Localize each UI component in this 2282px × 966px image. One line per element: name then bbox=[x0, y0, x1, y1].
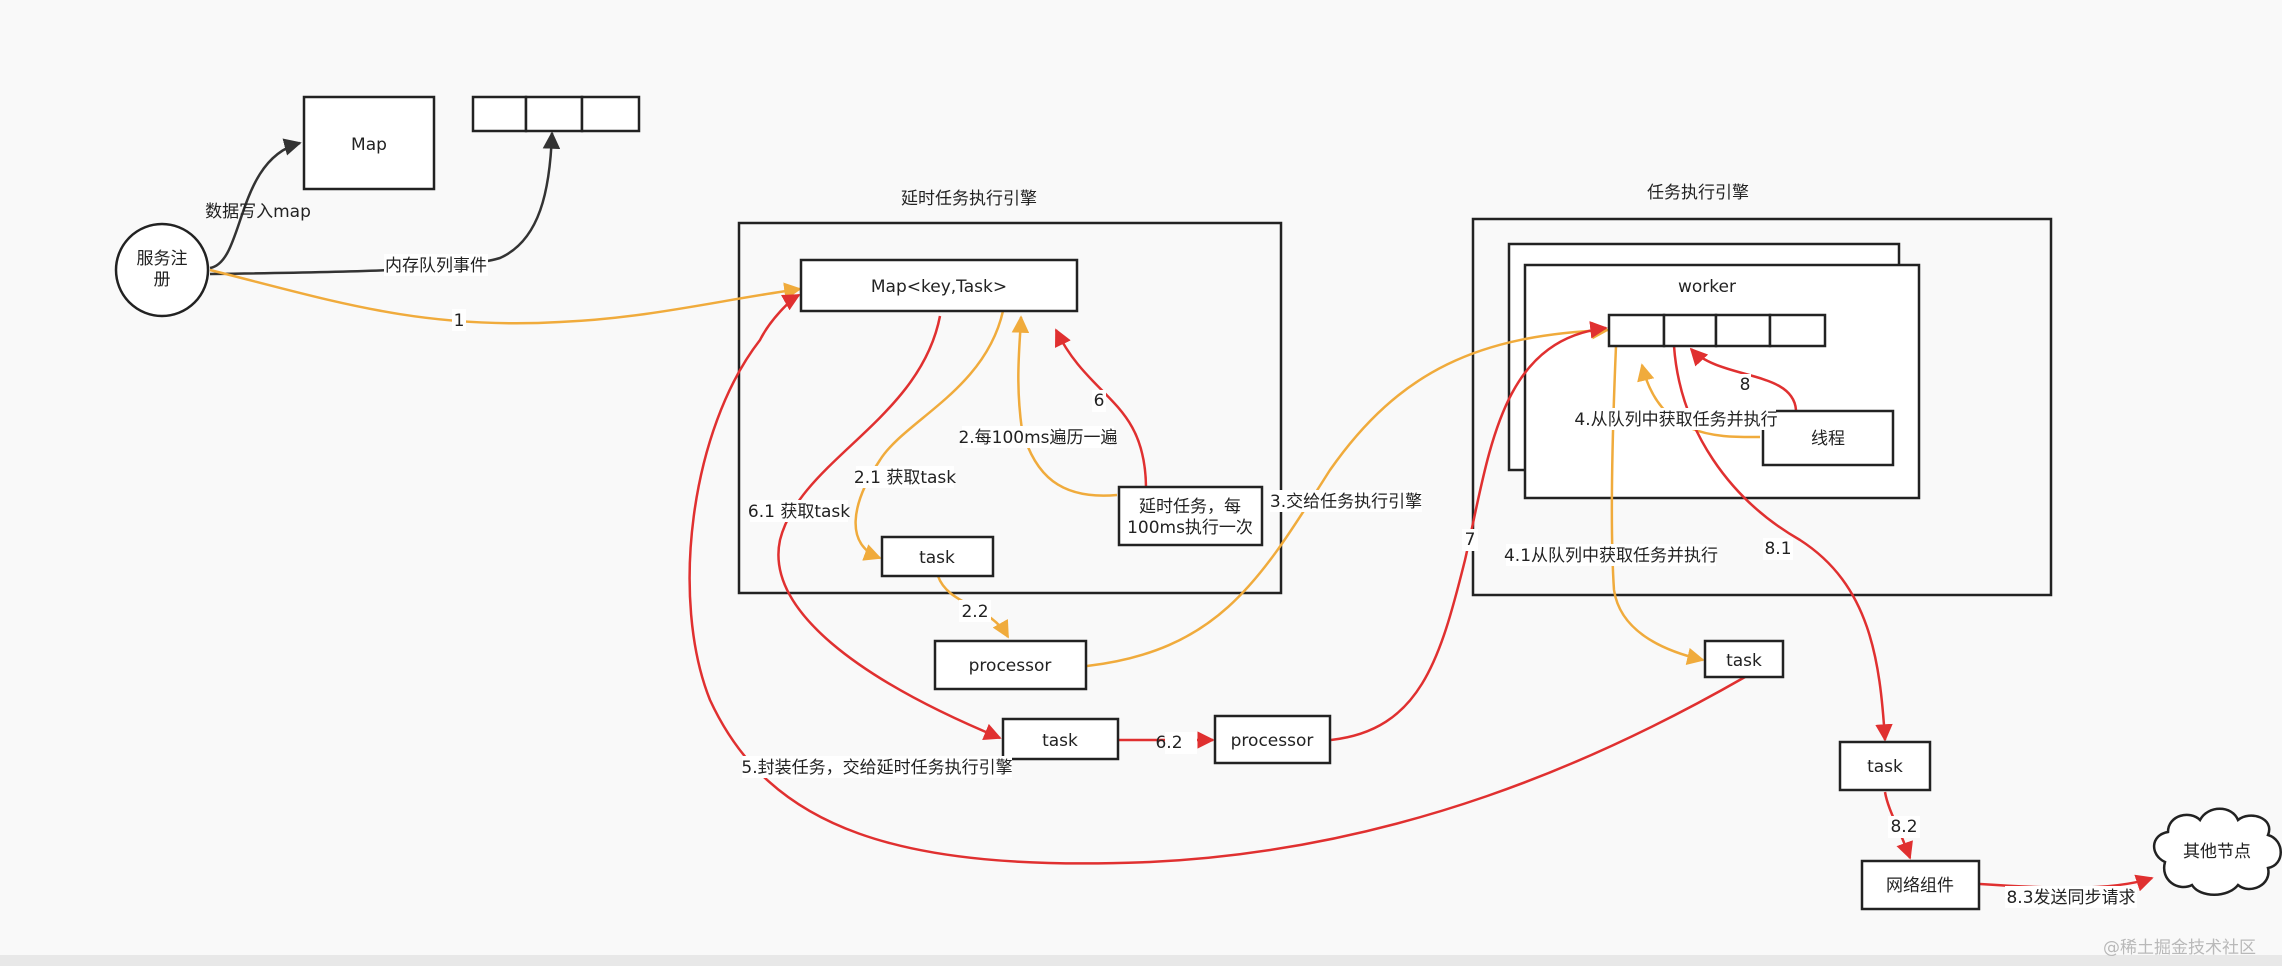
edge-label-bg bbox=[742, 756, 1012, 778]
edge-label-6: 6 bbox=[1094, 391, 1105, 411]
edge-label-bg bbox=[1165, 732, 1197, 754]
map-key-task-label: Map<key,Task> bbox=[871, 277, 1007, 297]
edge-label-8-1: 8.1 bbox=[1764, 539, 1791, 559]
edge-label-bg bbox=[2005, 886, 2137, 908]
edge-label-bg bbox=[1462, 529, 1478, 551]
task-far-right-label: task bbox=[1867, 757, 1903, 777]
memory-queue bbox=[471, 95, 641, 133]
edge-label-bg bbox=[384, 254, 488, 276]
queue-cell bbox=[471, 95, 528, 133]
edge-label-memory-queue: 内存队列事件 bbox=[385, 256, 487, 276]
task-mid-label: task bbox=[1042, 731, 1078, 751]
task-left-node bbox=[880, 535, 995, 578]
edge-6 bbox=[1054, 328, 1148, 488]
thread-label: 线程 bbox=[1811, 429, 1845, 449]
edge-label-bg bbox=[959, 600, 991, 622]
processor-2-node bbox=[1213, 714, 1332, 765]
worker-queue bbox=[1607, 313, 1827, 348]
edge-label-bg bbox=[1735, 374, 1751, 396]
edge-label-bg bbox=[750, 500, 848, 522]
edge-label-6-2: 6.2 bbox=[1155, 733, 1182, 753]
edge-2-1 bbox=[854, 310, 1005, 561]
queue-cell bbox=[580, 95, 641, 133]
edge-label-1: 1 bbox=[454, 311, 465, 331]
map-node-label: Map bbox=[351, 135, 387, 155]
processor-2-label: processor bbox=[1231, 731, 1314, 751]
worker-queue-cell bbox=[1714, 313, 1772, 348]
delay-engine-title: 延时任务执行引擎 bbox=[901, 189, 1037, 209]
edge-5 bbox=[688, 293, 1746, 865]
edge-label-2: 2.每100ms遍历一遍 bbox=[958, 428, 1117, 448]
worker-queue-cell bbox=[1607, 313, 1666, 348]
edge-label-7: 7 bbox=[1465, 530, 1476, 550]
edge-label-bg bbox=[1270, 490, 1422, 512]
task-left-label: task bbox=[919, 548, 955, 568]
edge-8 bbox=[1689, 347, 1798, 411]
edge-label-8-2: 8.2 bbox=[1890, 817, 1917, 837]
edge-3 bbox=[1086, 321, 1610, 668]
edge-label-4-1: 4.1从队列中获取任务并执行 bbox=[1504, 546, 1718, 566]
edge-7 bbox=[1330, 321, 1608, 742]
edge-label-5: 5.封装任务，交给延时任务执行引擎 bbox=[741, 758, 1012, 778]
edge-label-2-1: 2.1 获取task bbox=[854, 468, 956, 488]
edge-service-to-map bbox=[209, 138, 302, 270]
edge-label-2-2: 2.2 bbox=[961, 602, 988, 622]
thread-node bbox=[1761, 409, 1895, 467]
edge-1 bbox=[209, 268, 802, 325]
other-nodes-label: 其他节点 bbox=[2183, 842, 2251, 862]
service-register-label: 服务注册 bbox=[137, 249, 188, 290]
worker-label: worker bbox=[1678, 277, 1736, 297]
queue-cell bbox=[524, 95, 584, 133]
task-mid-node bbox=[1001, 717, 1120, 761]
edge-label-bg bbox=[452, 309, 466, 331]
edge-label-6-1: 6.1 获取task bbox=[748, 502, 850, 522]
delayed-task-node bbox=[1117, 485, 1264, 547]
processor-1-node bbox=[933, 639, 1088, 691]
edge-label-bg bbox=[1576, 408, 1776, 430]
edge-label-8-3: 8.3发送同步请求 bbox=[2006, 888, 2135, 908]
worker-queue-cell bbox=[1662, 313, 1718, 348]
edge-label-bg bbox=[1888, 816, 1920, 838]
map-node bbox=[302, 95, 436, 191]
delay-engine-frame bbox=[737, 221, 1283, 595]
edge-label-bg bbox=[856, 466, 954, 488]
edge-label-bg bbox=[962, 426, 1114, 448]
task-right-node bbox=[1703, 639, 1785, 679]
task-far-right-node bbox=[1838, 740, 1932, 792]
edge-6-1 bbox=[777, 315, 1002, 741]
worker-queue-cell bbox=[1768, 313, 1827, 348]
watermark: @稀土掘金技术社区 bbox=[2103, 938, 2256, 958]
edge-label-bg bbox=[1092, 390, 1106, 412]
edge-label-bg bbox=[1506, 544, 1716, 566]
other-nodes-cloud bbox=[2152, 807, 2282, 896]
task-right-label: task bbox=[1726, 651, 1762, 671]
edge-label-8: 8 bbox=[1740, 375, 1751, 395]
footer-bar bbox=[0, 955, 2282, 966]
service-register-node bbox=[114, 222, 210, 318]
edge-service-to-queue bbox=[209, 131, 561, 276]
map-key-task-node bbox=[799, 258, 1079, 313]
edge-label-bg bbox=[1763, 538, 1793, 560]
network-component-label: 网络组件 bbox=[1886, 876, 1954, 896]
task-engine-frame bbox=[1471, 217, 2053, 597]
network-component-node bbox=[1860, 859, 1981, 911]
edge-label-3: 3.交给任务执行引擎 bbox=[1270, 492, 1422, 512]
edge-label-write-map: 数据写入map bbox=[205, 202, 311, 222]
task-engine-title: 任务执行引擎 bbox=[1647, 183, 1749, 203]
processor-1-label: processor bbox=[969, 656, 1052, 676]
edge-label-4: 4.从队列中获取任务并执行 bbox=[1574, 410, 1777, 430]
